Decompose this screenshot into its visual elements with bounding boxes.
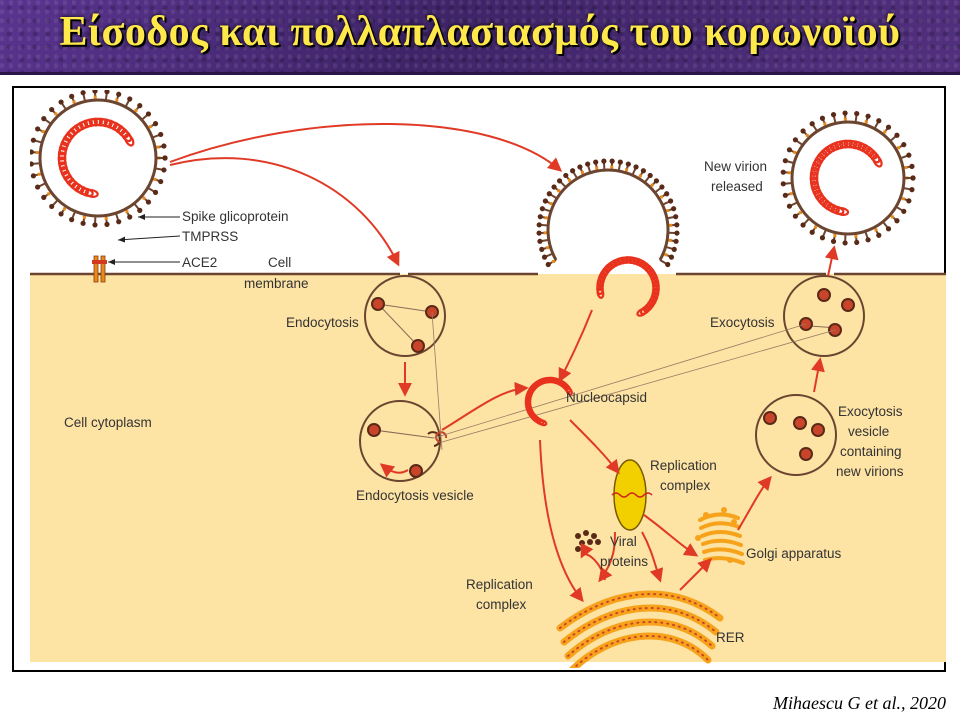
endocytosis-vesicle-circle (359, 400, 448, 482)
golgi-apparatus-icon (695, 507, 745, 565)
exocytosis-vesicle-circle (755, 394, 837, 476)
label-tmprss: TMPRSS (182, 229, 238, 244)
label-exocytosis: Exocytosis (710, 315, 775, 330)
label-exo-vesicle-3: containing (840, 444, 902, 459)
tracking-lines (431, 311, 836, 451)
label-new-virion-2: released (711, 179, 763, 194)
label-endocytosis: Endocytosis (286, 315, 359, 330)
nucleocapsid-icon (524, 376, 573, 427)
label-exo-vesicle-2: vesicle (848, 424, 889, 439)
label-new-virion-1: New virion (704, 159, 767, 174)
label-spike: Spike glicoprotein (182, 209, 289, 224)
flow-arrows (169, 122, 839, 603)
label-replication-complex-1a: Replication (650, 458, 717, 473)
label-cell-membrane-1: Cell (268, 255, 291, 270)
virus-fusing-membrane (536, 158, 680, 268)
label-replication-complex-2b: complex (476, 597, 527, 612)
replication-complex-icon (611, 459, 653, 531)
label-exo-vesicle-1: Exocytosis (838, 404, 903, 419)
rna-coil-released (596, 256, 660, 317)
coronavirus-lifecycle-diagram: Spike glicoprotein TMPRSS ACE2 Cell memb… (30, 90, 946, 668)
virus-particle-incoming (30, 90, 168, 228)
label-exo-vesicle-4: new virions (836, 464, 904, 479)
label-replication-complex-2a: Replication (466, 577, 533, 592)
label-endocytosis-vesicle: Endocytosis vesicle (356, 488, 474, 503)
label-replication-complex-1b: complex (660, 478, 711, 493)
rer-icon (556, 590, 724, 668)
page-title: Είσοδος και πολλαπλασιασμός του κορωνοϊο… (59, 9, 901, 55)
label-ace2: ACE2 (182, 255, 217, 270)
endocytosis-circle (364, 275, 446, 357)
label-cell-cytoplasm: Cell cytoplasm (64, 415, 152, 430)
ace2-receptor-icon (92, 255, 107, 283)
citation-text: Mihaescu G et al., 2020 (773, 693, 946, 713)
label-viral-proteins-1: Viral (610, 534, 637, 549)
exocytosis-circle (783, 275, 865, 357)
label-nucleocapsid: Nucleocapsid (566, 390, 647, 405)
label-golgi: Golgi apparatus (746, 546, 842, 561)
label-cell-membrane-2: membrane (244, 276, 309, 291)
title-banner: Είσοδος και πολλαπλασιασμός του κορωνοϊο… (0, 0, 960, 75)
new-virion-released (780, 110, 916, 246)
label-rer: RER (716, 630, 745, 645)
label-viral-proteins-2: proteins (600, 554, 648, 569)
